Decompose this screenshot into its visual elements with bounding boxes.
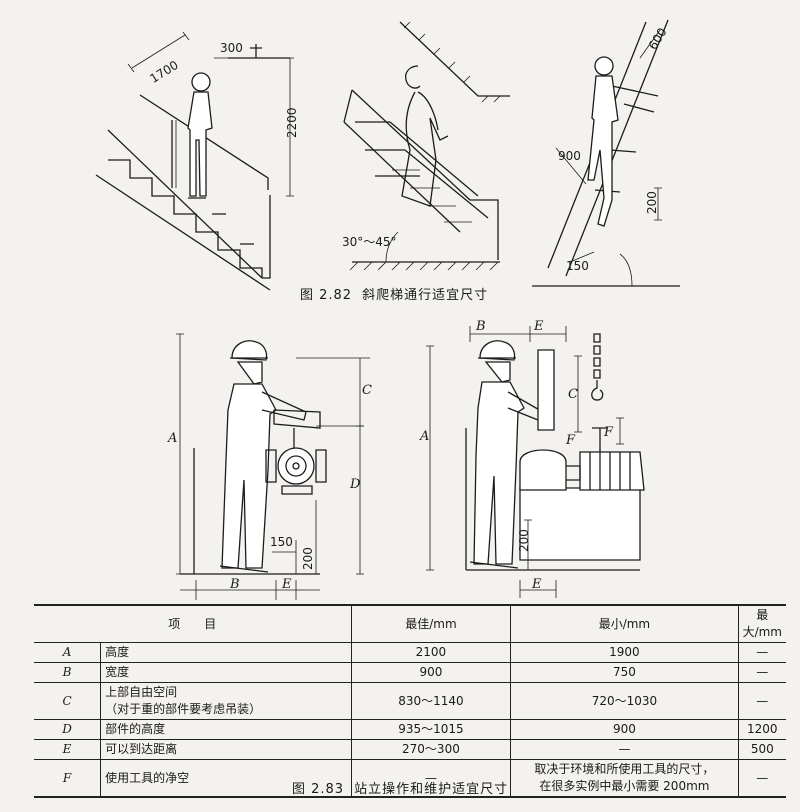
fig282-title: 斜爬梯通行适宜尺寸 [362,288,489,303]
dim-E: E [281,577,292,592]
figure-drawings: 1700 300 2200 30°～45° [95,19,680,600]
dim-angle: 30°～45° [342,235,397,249]
row-best: 900 [350,662,511,683]
dim-2200: 2200 [285,107,299,138]
header-best: 最佳/mm [350,605,511,643]
dim-200-b: 200 [301,547,315,570]
row-max: — [737,662,786,683]
header-min: 最小/mm [510,605,739,643]
row-best: — [350,759,511,797]
row-key: B [62,665,72,679]
row-item: 上部自由空间 （对于重的部件要考虑吊装） [100,682,352,720]
header-max: 最大/mm [737,605,786,643]
table-header-row: 项 目 最佳/mm 最小/mm 最大/mm [34,605,786,643]
dim-200: 200 [645,191,659,214]
fig282-caption: 图 2.82 斜爬梯通行适宜尺寸 [300,284,488,303]
row-item: 宽度 [100,662,352,683]
dim-F-r2: F [565,433,576,448]
fig283-caption: 图 2.83 站立操作和维护适宜尺寸 [292,778,508,797]
dim-900: 900 [558,149,581,163]
row-best: 830～1140 [350,682,511,720]
row-key: D [62,722,72,736]
table-row: B 宽度 900 750 — [34,662,786,683]
dim-E-r: E [533,319,544,334]
row-min-line1: 取决于环境和所使用工具的尺寸， [534,762,715,776]
table-row: D 部件的高度 935～1015 900 1200 [34,719,786,740]
row-key: C [62,693,72,708]
dim-B: B [229,577,240,592]
row-key: E [62,742,72,756]
dim-A-r: A [419,429,429,444]
dim-600: 600 [646,25,670,52]
fig283-left-drawing: A B E C D 150 200 [167,333,372,600]
row-min-line2: 在很多实例中最小需要 200mm [539,779,710,793]
row-best: 935～1015 [350,719,511,740]
row-max: 1200 [737,719,786,740]
row-min: 1900 [510,642,739,663]
table-row: F 使用工具的净空 — 取决于环境和所使用工具的尺寸， 在很多实例中最小需要 2… [34,759,786,797]
row-best: 270～300 [350,739,511,760]
dim-150-b: 150 [270,535,293,549]
table-row: A 高度 2100 1900 — [34,642,786,663]
row-max: — [737,682,786,720]
fig283-right-drawing: B E A C F F 200 E [419,319,645,598]
dim-1700: 1700 [147,58,180,86]
dim-150: 150 [566,259,589,273]
row-min: — [510,739,739,760]
row-max: — [737,642,786,663]
row-min: 750 [510,662,739,683]
figure-area: 1700 300 2200 30°～45° [95,19,680,600]
row-key: F [62,770,72,785]
row-min: 取决于环境和所使用工具的尺寸， 在很多实例中最小需要 200mm [510,759,739,797]
row-item-line1: 上部自由空间 [105,685,178,699]
row-min: 900 [510,719,739,740]
table-row: C 上部自由空间 （对于重的部件要考虑吊装） 830～1140 720～1030… [34,682,786,720]
dim-300: 300 [220,41,243,55]
row-item-line2: （对于重的部件要考虑吊装） [105,702,262,716]
dim-E-r2: E [531,577,542,592]
row-key: A [62,645,72,659]
row-max: 500 [737,739,786,760]
fig282-ladder-drawing: 600 900 200 150 [532,19,680,287]
table-row: E 可以到达距离 270～300 — 500 [34,739,786,760]
row-best: 2100 [350,642,511,663]
dim-C-r: C [568,387,578,402]
dim-C: C [362,383,372,398]
spec-table: 项 目 最佳/mm 最小/mm 最大/mm A 高度 2100 1900 — B… [34,604,786,798]
row-item: 使用工具的净空 [100,759,352,797]
dim-F-r: F [603,425,614,440]
dim-B-r: B [475,319,486,334]
dim-D: D [349,477,361,492]
fig283-title: 站立操作和维护适宜尺寸 [354,782,509,797]
row-item: 部件的高度 [100,719,352,740]
fig282-incline-drawing: 30°～45° [342,21,510,271]
fig282-stair-drawing: 1700 300 2200 [95,31,299,291]
row-item: 高度 [100,642,352,663]
row-min: 720～1030 [510,682,739,720]
dim-200-r: 200 [517,529,531,552]
header-item: 项 目 [168,616,217,631]
dim-A: A [167,431,177,446]
fig283-number: 图 2.83 [292,782,345,797]
row-max: — [737,759,786,797]
row-item: 可以到达距离 [100,739,352,760]
fig282-number: 图 2.82 [300,288,353,303]
